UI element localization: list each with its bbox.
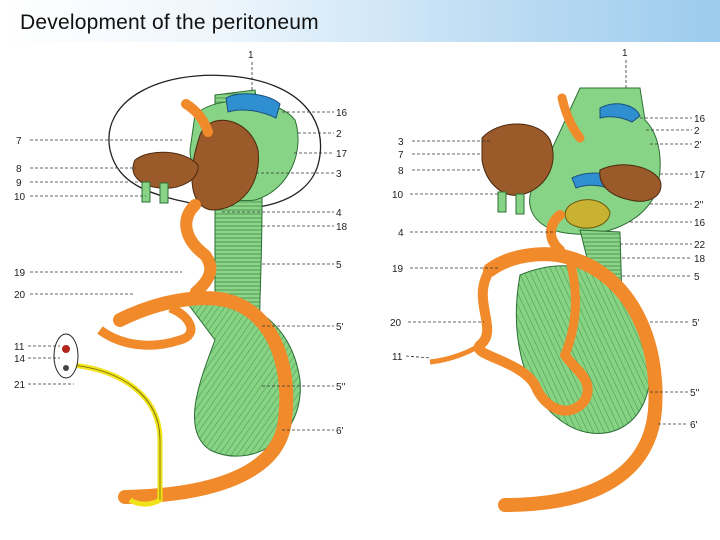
- umbilicus: [53, 333, 79, 379]
- left-figure: [53, 74, 322, 507]
- right-small-intestine: [473, 265, 593, 416]
- left-label-9: 9: [16, 178, 22, 189]
- right-label-5: 5: [694, 272, 700, 283]
- left-label-17: 17: [336, 149, 348, 160]
- midgut-loop: [113, 291, 294, 504]
- right-label-20: 20: [390, 318, 402, 329]
- right-pancreas: [564, 199, 611, 229]
- left-label-20: 20: [14, 290, 26, 301]
- right-labels: 1 16 2 2' 3 7 8 10 17 2'' 16 4 22 18 19 …: [390, 48, 706, 431]
- left-label-8: 8: [16, 164, 22, 175]
- bursa-outline: [108, 74, 322, 210]
- right-label-18: 18: [694, 254, 706, 265]
- left-label-18: 18: [336, 222, 348, 233]
- right-esophagus: [557, 93, 585, 143]
- right-vitelline-stalk: [429, 342, 482, 365]
- esophagus: [181, 99, 213, 137]
- right-label-2p: 2': [694, 140, 702, 151]
- left-labels: 1 16 2 17 3 7 8 9 10 4 18 5 19 20 5' 11 …: [14, 50, 348, 437]
- duodenum: [180, 199, 217, 298]
- right-label-16b: 16: [694, 218, 706, 229]
- left-label-4: 4: [336, 208, 342, 219]
- left-label-2: 2: [336, 129, 342, 140]
- right-label-3: 3: [398, 137, 404, 148]
- right-figure: [429, 87, 663, 512]
- right-liver: [481, 123, 554, 196]
- left-label-16: 16: [336, 108, 348, 119]
- liver: [132, 151, 199, 189]
- right-label-6p: 6': [690, 420, 698, 431]
- right-stomach: [599, 164, 662, 202]
- right-label-2pp: 2'': [694, 200, 703, 211]
- right-label-10: 10: [392, 190, 404, 201]
- right-label-5pp: 5'': [690, 388, 699, 399]
- right-label-22: 22: [694, 240, 706, 251]
- left-label-6p: 6': [336, 426, 344, 437]
- left-label-5pp: 5'': [336, 382, 345, 393]
- right-label-16a: 16: [694, 114, 706, 125]
- spleen-region: [225, 93, 281, 119]
- left-label-3: 3: [336, 169, 342, 180]
- stomach: [191, 119, 259, 211]
- left-label-5: 5: [336, 260, 342, 271]
- right-label-2: 2: [694, 126, 700, 137]
- right-label-17: 17: [694, 170, 706, 181]
- vitelline-duct: [71, 362, 163, 507]
- right-label-8: 8: [398, 166, 404, 177]
- right-label-7: 7: [398, 150, 404, 161]
- right-label-5p: 5': [692, 318, 700, 329]
- left-label-1: 1: [248, 50, 254, 61]
- left-label-7: 7: [16, 136, 22, 147]
- right-label-19: 19: [392, 264, 404, 275]
- right-label-11: 11: [392, 352, 403, 363]
- left-label-10: 10: [14, 192, 26, 203]
- right-spleen-region: [599, 103, 641, 123]
- right-label-4: 4: [398, 228, 404, 239]
- slide-title: Development of the peritoneum: [20, 11, 319, 34]
- left-label-5p: 5': [336, 322, 344, 333]
- left-label-11: 11: [14, 342, 25, 353]
- left-label-14: 14: [14, 354, 26, 365]
- right-gut-loop: [483, 247, 663, 512]
- title-bar: Development of the peritoneum: [0, 0, 720, 42]
- left-label-19: 19: [14, 268, 26, 279]
- right-label-1: 1: [622, 48, 628, 59]
- left-label-21: 21: [14, 380, 26, 391]
- vitelline-loop: [97, 303, 196, 350]
